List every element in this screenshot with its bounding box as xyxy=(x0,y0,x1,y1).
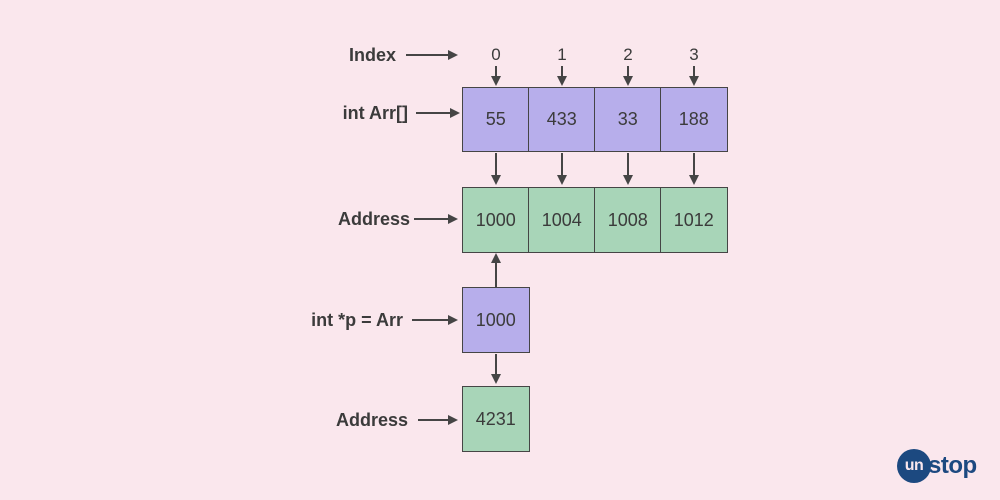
pointer-to-own-address-arrow-down xyxy=(490,354,502,384)
address-cell-value: 1008 xyxy=(607,209,648,230)
arrow-shaft xyxy=(495,354,497,374)
arrow-head-icon xyxy=(491,76,501,86)
address-cell-1: 1004 xyxy=(528,187,596,253)
arrow-head-icon xyxy=(557,175,567,185)
address-row-arrow-right xyxy=(414,213,458,225)
arrow-shaft xyxy=(627,66,629,76)
address-cell-2: 1008 xyxy=(594,187,662,253)
array-row: 55 433 33 188 xyxy=(462,87,728,152)
arrow-head-icon xyxy=(623,175,633,185)
unstop-logo: un stop xyxy=(897,449,977,483)
address-row: 1000 1004 1008 1012 xyxy=(462,187,728,253)
pointer-address-value: 4231 xyxy=(475,408,516,429)
arrow-shaft xyxy=(412,319,448,321)
arrow-shaft xyxy=(418,419,448,421)
array-arrow-right xyxy=(416,107,460,119)
arrow-shaft xyxy=(693,153,695,175)
arrow-head-icon xyxy=(689,175,699,185)
pointer-to-address-arrow-up xyxy=(490,253,502,287)
pointer-address-arrow-right xyxy=(418,414,458,426)
pointer-value: 1000 xyxy=(475,309,516,330)
unstop-logo-circle-text: un xyxy=(904,457,924,474)
index-label: Index xyxy=(348,45,396,65)
array-cell-value: 433 xyxy=(546,109,577,129)
arrow-head-icon xyxy=(448,315,458,325)
arrow-head-icon xyxy=(557,76,567,86)
arrow-shaft xyxy=(495,66,497,76)
arrow-head-icon xyxy=(448,214,458,224)
index-pointer-arrow-2 xyxy=(622,66,634,86)
index-pointer-arrow-3 xyxy=(688,66,700,86)
arrow-head-icon xyxy=(491,175,501,185)
address-cell-value: 1004 xyxy=(541,209,582,230)
arrow-shaft xyxy=(561,153,563,175)
address-cell-3: 1012 xyxy=(660,187,728,253)
array-cell-1: 433 xyxy=(528,87,596,152)
pointer-address-box: 4231 xyxy=(462,386,530,452)
array-cell-2: 33 xyxy=(594,87,662,152)
arrow-head-icon xyxy=(448,415,458,425)
address-cell-0: 1000 xyxy=(462,187,530,253)
array-label: int Arr[] xyxy=(342,103,408,123)
array-to-address-arrow-0 xyxy=(490,153,502,185)
index-value-3: 3 xyxy=(689,45,699,64)
unstop-logo-suffix-text: stop xyxy=(928,452,977,479)
index-value-0: 0 xyxy=(491,45,501,64)
unstop-logo-circle: un xyxy=(897,449,931,483)
arrow-head-icon xyxy=(491,253,501,263)
arrow-shaft xyxy=(406,54,448,56)
array-cell-value: 33 xyxy=(617,109,638,129)
arrow-shaft xyxy=(693,66,695,76)
array-to-address-arrow-2 xyxy=(622,153,634,185)
arrow-head-icon xyxy=(448,50,458,60)
arrow-shaft xyxy=(414,218,448,220)
address-cell-value: 1000 xyxy=(475,209,516,230)
address-row-label: Address xyxy=(337,209,410,229)
address-cell-value: 1012 xyxy=(673,209,714,230)
pointer-address-label: Address xyxy=(335,410,408,430)
index-pointer-arrow-1 xyxy=(556,66,568,86)
arrow-shaft xyxy=(495,263,497,287)
index-value-2: 2 xyxy=(623,45,633,64)
pointer-arrow-right xyxy=(412,314,458,326)
arrow-shaft xyxy=(561,66,563,76)
arrow-shaft xyxy=(627,153,629,175)
arrow-head-icon xyxy=(450,108,460,118)
array-cell-value: 188 xyxy=(678,109,709,129)
array-cell-0: 55 xyxy=(462,87,530,152)
array-to-address-arrow-3 xyxy=(688,153,700,185)
array-cell-3: 188 xyxy=(660,87,728,152)
arrow-head-icon xyxy=(491,374,501,384)
array-to-address-arrow-1 xyxy=(556,153,568,185)
arrow-shaft xyxy=(495,153,497,175)
array-cell-value: 55 xyxy=(485,109,506,129)
pointer-label: int *p = Arr xyxy=(311,310,403,330)
arrow-head-icon xyxy=(623,76,633,86)
pointer-value-box: 1000 xyxy=(462,287,530,353)
index-pointer-arrow-0 xyxy=(490,66,502,86)
index-arrow-right xyxy=(406,49,458,61)
arrow-head-icon xyxy=(689,76,699,86)
index-value-1: 1 xyxy=(557,45,567,64)
arrow-shaft xyxy=(416,112,450,114)
